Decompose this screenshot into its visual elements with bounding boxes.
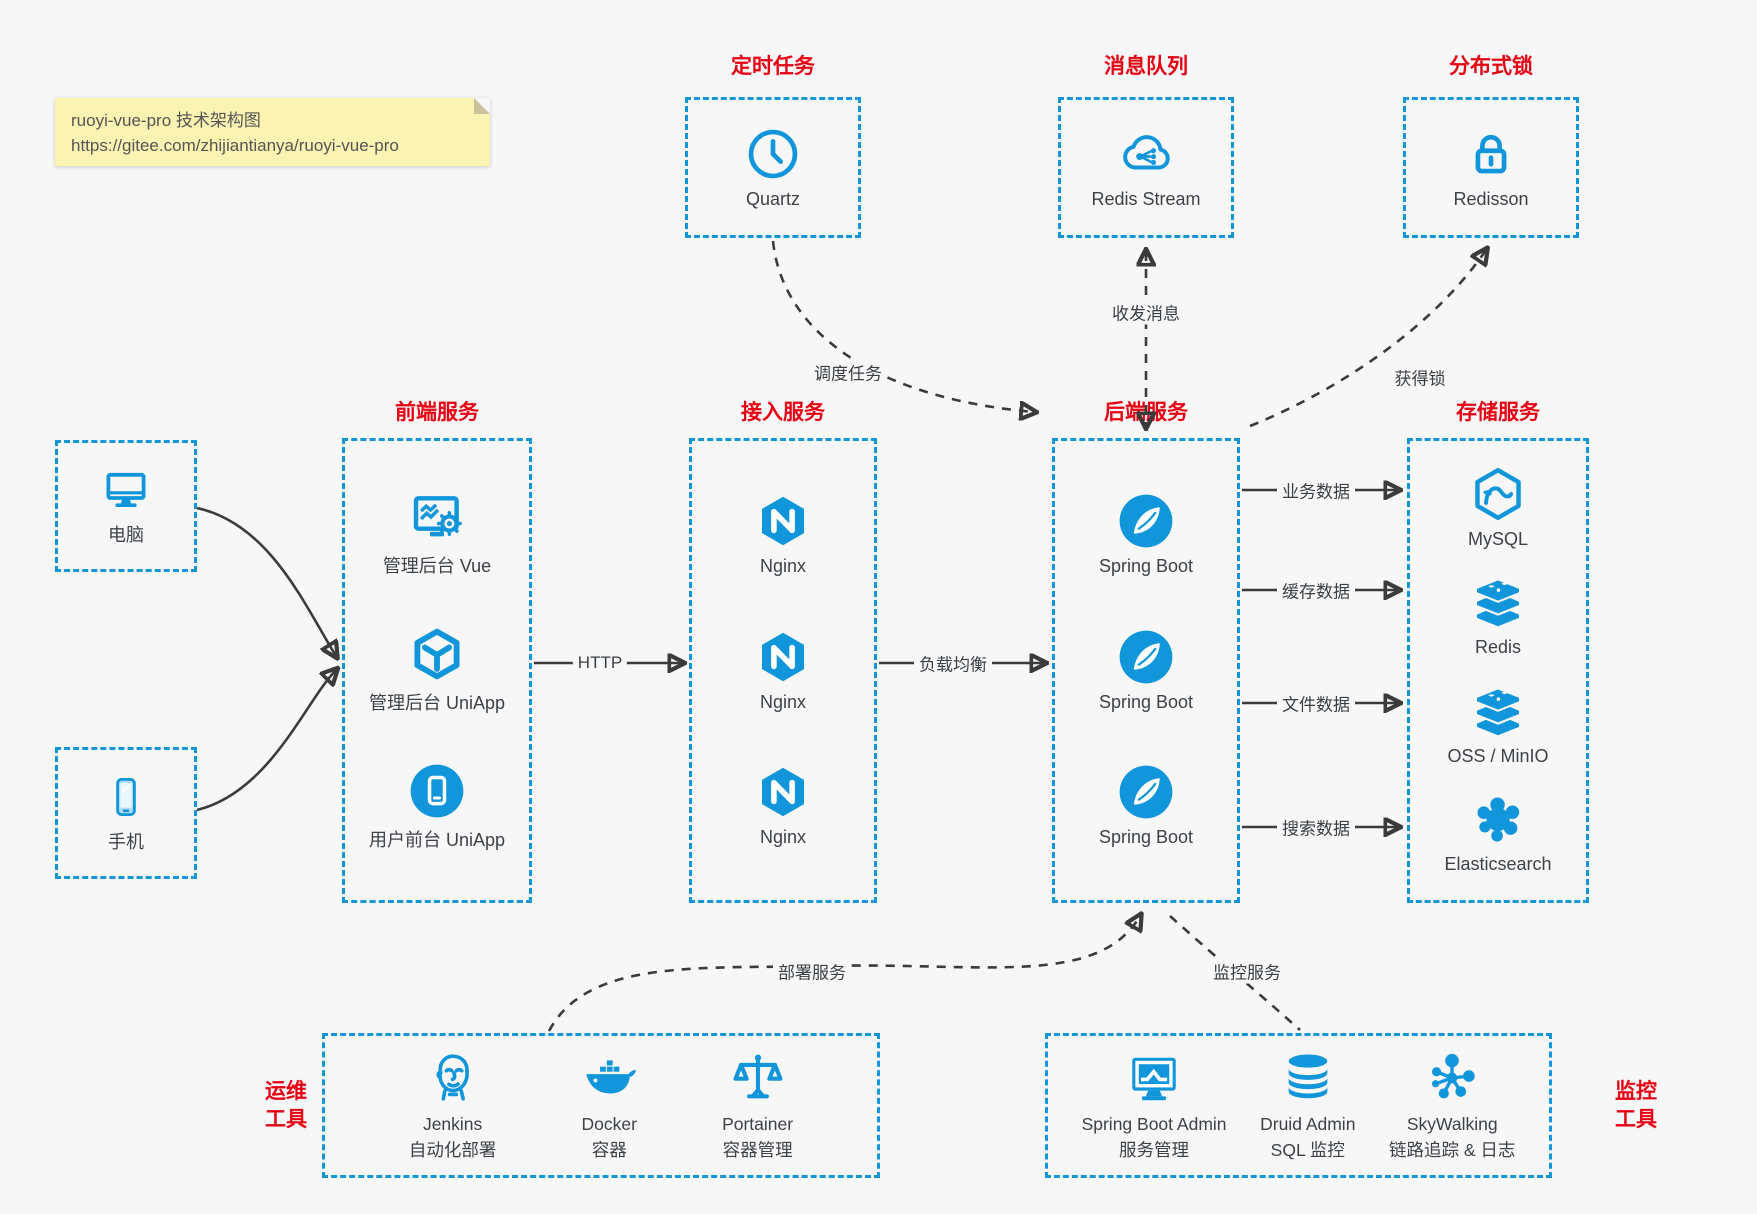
title-scheduler: 定时任务 [731, 55, 815, 78]
database-icon [1279, 1049, 1337, 1107]
mobile-app-icon [409, 763, 465, 819]
node-label: Redisson [1453, 188, 1529, 209]
admin-console-icon [409, 489, 465, 545]
edge-label-http: HTTP [572, 653, 628, 673]
node-nginx-2: Nginx [755, 629, 811, 713]
node-label: Redis Stream [1091, 188, 1201, 209]
edge-label-file-data: 文件数据 [1277, 690, 1355, 716]
node-mysql: MySQL [1468, 466, 1528, 550]
mysql-icon [1470, 466, 1526, 522]
spring-boot-admin-icon [1125, 1049, 1183, 1107]
node-druid-admin: Druid Admin SQL 监控 [1260, 1049, 1355, 1162]
redis-icon [1470, 574, 1526, 630]
node-portainer: Portainer 容器管理 [722, 1049, 793, 1162]
edge-label-load-balance: 负载均衡 [914, 650, 992, 676]
box-frontend: 管理后台 Vue 管理后台 UniApp 用户前台 UniApp [342, 438, 532, 903]
edge-label-send-receive-msg: 收发消息 [1107, 299, 1185, 325]
box-ops-tools: Jenkins 自动化部署 Docker 容器 Portainer 容器管理 [322, 1033, 880, 1178]
lock-icon [1463, 126, 1519, 182]
box-pc-client: 电脑 [55, 440, 197, 572]
node-redisson: Redisson [1453, 126, 1529, 210]
nginx-icon [755, 629, 811, 685]
title-mq: 消息队列 [1104, 55, 1188, 78]
node-jenkins: Jenkins 自动化部署 [409, 1049, 496, 1162]
edge-label-schedule-task: 调度任务 [809, 359, 887, 385]
edge-label-search-data: 搜索数据 [1277, 814, 1355, 840]
node-docker: Docker 容器 [580, 1049, 638, 1162]
node-label: 电脑 [108, 524, 144, 545]
node-admin-vue: 管理后台 Vue [383, 489, 491, 578]
box-backend: Spring Boot Spring Boot Spring Boot [1052, 438, 1240, 903]
desktop-icon [102, 466, 150, 514]
node-quartz: Quartz [745, 126, 801, 210]
edge-label-cache-data: 缓存数据 [1277, 577, 1355, 603]
portainer-scales-icon [729, 1049, 787, 1107]
node-redis-stream: Redis Stream [1091, 126, 1201, 210]
edge-label-monitor-service: 监控服务 [1208, 958, 1286, 984]
node-skywalking: SkyWalking 链路追踪 & 日志 [1389, 1049, 1515, 1162]
node-oss-minio: OSS / MinIO [1447, 683, 1549, 767]
box-monitoring-tools: Spring Boot Admin 服务管理 Druid Admin SQL 监… [1045, 1033, 1552, 1178]
nginx-icon [755, 764, 811, 820]
spring-boot-icon [1118, 493, 1174, 549]
edge-label-business-data: 业务数据 [1277, 477, 1355, 503]
smartphone-icon [102, 773, 150, 821]
node-springboot-2: Spring Boot [1099, 629, 1193, 713]
node-spring-boot-admin: Spring Boot Admin 服务管理 [1082, 1049, 1227, 1162]
edge-acquire-lock [1249, 250, 1486, 428]
node-springboot-3: Spring Boot [1099, 764, 1193, 848]
edge-label-deploy-service: 部署服务 [773, 958, 851, 984]
box-lock: Redisson [1403, 97, 1579, 238]
node-label: 手机 [108, 831, 144, 852]
node-user-uniapp: 用户前台 UniApp [369, 763, 505, 852]
note-title: ruoyi-vue-pro 技术架构图 [71, 111, 261, 130]
title-monitoring: 监控 工具 [1615, 1080, 1657, 1132]
edge-schedule-task [771, 240, 1034, 412]
cloud-stream-icon [1118, 126, 1174, 182]
title-lock: 分布式锁 [1449, 55, 1533, 78]
edge-label-acquire-lock: 获得锁 [1389, 364, 1451, 390]
node-redis: Redis [1470, 574, 1526, 658]
node-admin-uniapp: 管理后台 UniApp [369, 626, 505, 715]
box-gateway: Nginx Nginx Nginx [689, 438, 877, 903]
spring-boot-icon [1118, 764, 1174, 820]
object-storage-icon [1470, 683, 1526, 739]
node-mobile: 手机 [102, 773, 150, 854]
spring-boot-icon [1118, 629, 1174, 685]
uniapp-cube-icon [409, 626, 465, 682]
node-label: Quartz [745, 188, 801, 209]
title-ops: 运维 工具 [265, 1080, 307, 1132]
node-pc: 电脑 [102, 466, 150, 547]
title-frontend: 前端服务 [395, 401, 479, 424]
docker-icon [580, 1049, 638, 1107]
title-storage: 存储服务 [1456, 401, 1540, 424]
sticky-note: ruoyi-vue-pro 技术架构图 https://gitee.com/zh… [55, 98, 490, 166]
node-nginx-1: Nginx [755, 493, 811, 577]
edge-mobile-to-frontend [196, 670, 336, 812]
box-mq: Redis Stream [1058, 97, 1234, 238]
jenkins-icon [424, 1049, 482, 1107]
node-springboot-1: Spring Boot [1099, 493, 1193, 577]
box-storage: MySQL Redis OSS / MinIO Elasticsearch [1407, 438, 1589, 903]
node-nginx-3: Nginx [755, 764, 811, 848]
box-mobile-client: 手机 [55, 747, 197, 879]
title-backend: 后端服务 [1104, 401, 1188, 424]
title-gateway: 接入服务 [741, 401, 825, 424]
edge-pc-to-frontend [196, 506, 336, 656]
note-url: https://gitee.com/zhijiantianya/ruoyi-vu… [71, 135, 399, 155]
elasticsearch-icon [1470, 791, 1526, 847]
box-scheduler: Quartz [685, 97, 861, 238]
skywalking-icon [1423, 1049, 1481, 1107]
clock-icon [745, 126, 801, 182]
nginx-icon [755, 493, 811, 549]
node-elasticsearch: Elasticsearch [1444, 791, 1552, 875]
